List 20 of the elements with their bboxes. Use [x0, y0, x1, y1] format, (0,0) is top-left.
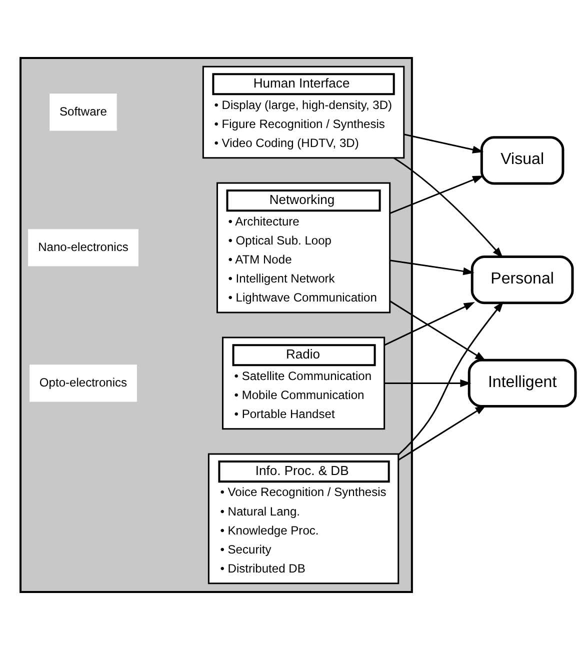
arrow — [390, 175, 484, 214]
node-box: Info. Proc. & DB • Voice Recognition / Synthesis • Natural Lang. • Knowledge Proc. • Security • Distributed DB — [208, 452, 400, 584]
arrow — [390, 259, 474, 275]
node-box: Personal — [470, 255, 574, 304]
node-box: Visual — [480, 136, 564, 184]
arrow — [384, 301, 475, 346]
node-box: Software — [50, 93, 117, 130]
node-box: Nano-electronics — [28, 228, 138, 266]
node-box: Intelligent — [468, 358, 577, 408]
node-box: Human Interface • Display (large, high-density, 3D) • Figure Recognition / Synthesis • Video Coding (HDTV, 3D) — [202, 65, 405, 158]
node-box: Opto-electronics — [30, 364, 137, 402]
node-box: Networking • Architecture • Optical Sub. Loop • ATM Node • Intelligent Network • Lightwave Communication — [216, 182, 391, 313]
arrow — [390, 300, 486, 361]
arrow — [398, 300, 504, 455]
node-box: Radio • Satellite Communication • Mobile Communication • Portable Handset — [222, 336, 386, 430]
arrow — [393, 156, 504, 258]
arrow — [398, 404, 486, 460]
arrow — [384, 378, 472, 387]
cluster — [20, 56, 413, 592]
arrow — [404, 133, 484, 153]
